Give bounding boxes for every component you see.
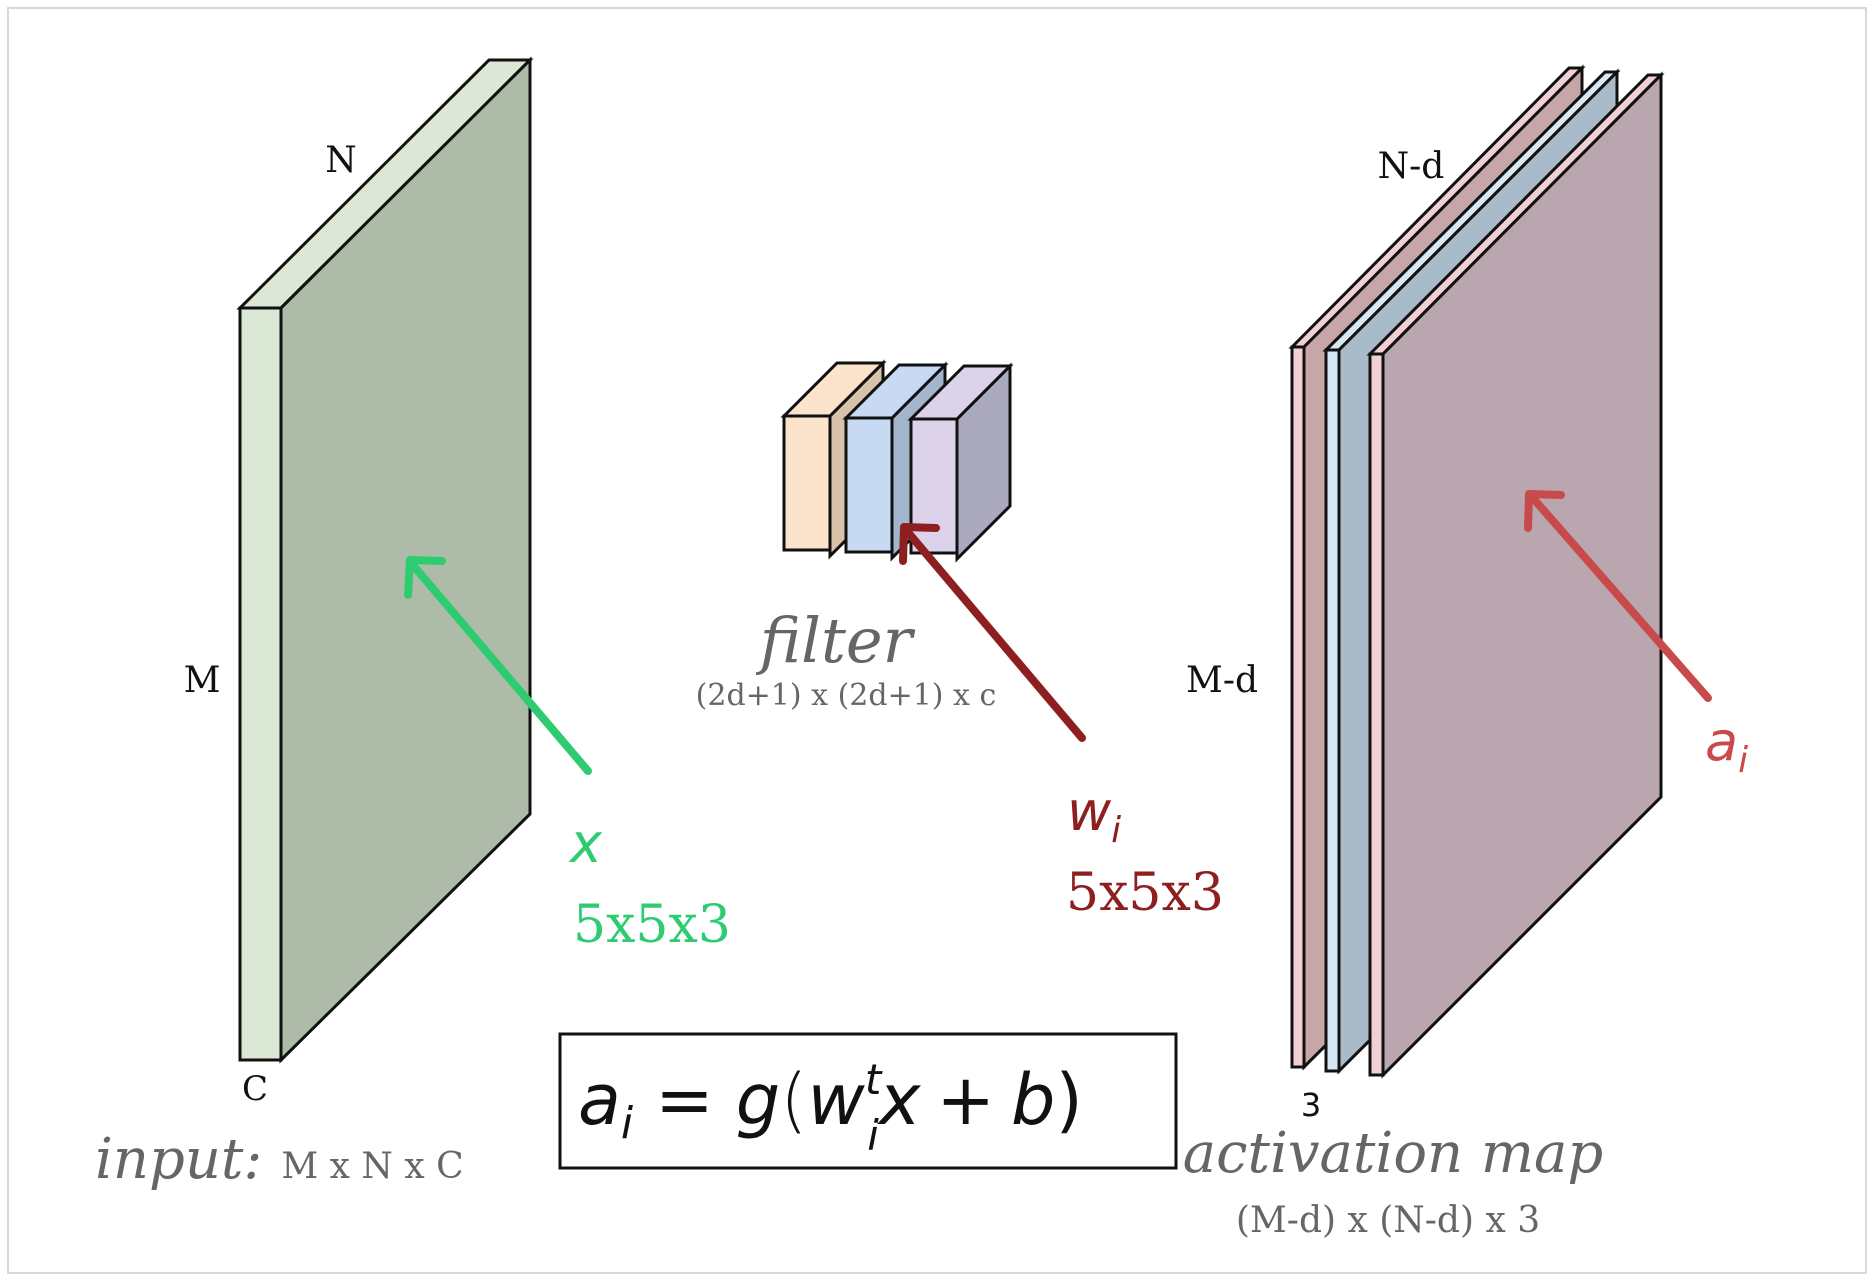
act-caption-word: activation map <box>1183 1121 1604 1186</box>
formula-x: x <box>877 1059 921 1141</box>
input-volume <box>236 56 534 1064</box>
w-label: wi <box>1067 780 1121 851</box>
act-layer2-side <box>1324 348 1341 1073</box>
formula-eq: = <box>655 1059 714 1141</box>
input-caption: input: M x N x C <box>95 1127 464 1192</box>
formula-w-sup: t <box>865 1055 883 1104</box>
formula-a-sub: i <box>621 1098 634 1149</box>
filter-block-orange-front <box>782 414 832 552</box>
formula-a: a <box>578 1059 621 1141</box>
filter-caption-word: filter <box>756 604 916 677</box>
formula-close: ) <box>1055 1059 1082 1141</box>
act-layer1-side <box>1290 345 1306 1069</box>
a-arrow <box>1524 490 1712 702</box>
filter-block-blue-front <box>844 416 894 554</box>
act-dim-depth: 3 <box>1301 1086 1321 1124</box>
filter-volume <box>780 359 1014 563</box>
x-size-label: 5x5x3 <box>573 895 731 955</box>
input-caption-word: input: <box>95 1127 262 1192</box>
a-label-sub: i <box>1738 740 1748 781</box>
input-caption-size: M x N x C <box>281 1146 463 1187</box>
a-label: ai <box>1705 710 1748 781</box>
input-side-face <box>238 306 283 1062</box>
formula-w: w <box>808 1059 866 1141</box>
formula-open: ( <box>780 1059 807 1141</box>
act-layer3-side <box>1368 352 1385 1077</box>
input-dim-n: N <box>325 140 357 181</box>
formula-box <box>558 1032 1178 1170</box>
w-arrow <box>899 523 1086 742</box>
activation-volume <box>1288 64 1665 1079</box>
input-dim-c: C <box>242 1069 268 1109</box>
filter-caption-size: (2d+1) x (2d+1) x c <box>696 678 997 713</box>
formula-plus: + <box>936 1059 995 1141</box>
a-label-var: a <box>1705 710 1738 773</box>
act-dim-n: N-d <box>1378 146 1445 187</box>
w-label-var: w <box>1067 780 1112 843</box>
w-label-sub: i <box>1111 810 1121 851</box>
input-dim-m: M <box>184 660 221 701</box>
x-label: x <box>568 812 603 875</box>
w-size-label: 5x5x3 <box>1066 863 1224 923</box>
formula-g: g <box>736 1059 780 1141</box>
formula-b: b <box>1011 1059 1055 1141</box>
x-arrow <box>404 556 592 775</box>
input-front-face <box>279 56 532 1064</box>
act-dim-m: M-d <box>1186 660 1258 701</box>
act-layer3-front <box>1381 71 1663 1079</box>
formula-w-sub: i <box>867 1111 879 1160</box>
filter-block-purple-front <box>909 417 959 555</box>
act-caption-size: (M-d) x (N-d) x 3 <box>1236 1200 1540 1241</box>
